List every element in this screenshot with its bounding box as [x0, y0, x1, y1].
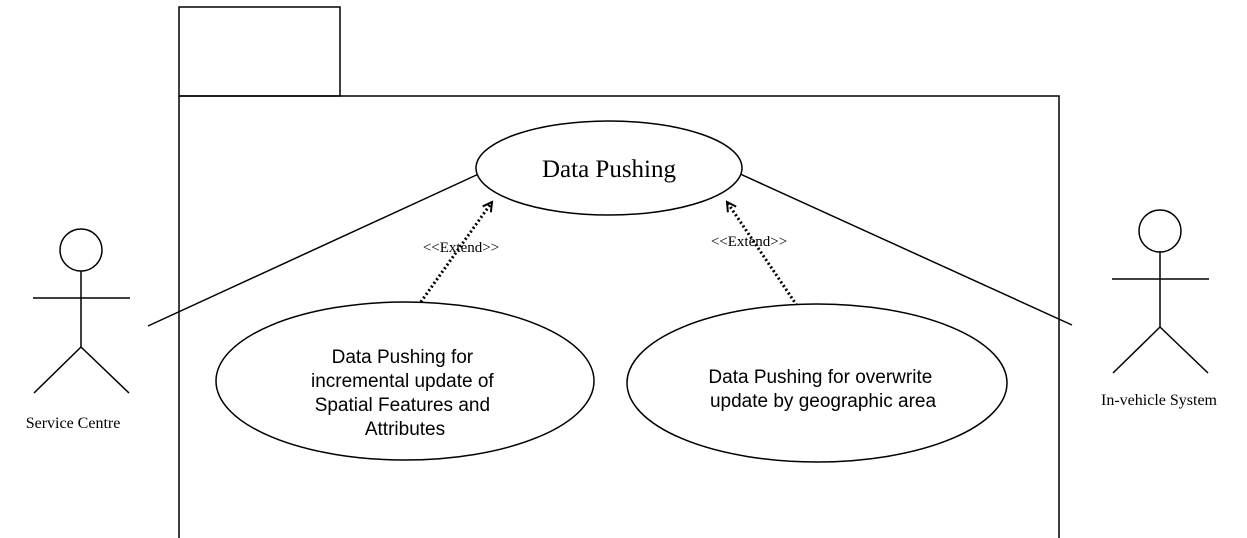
actor-head	[59, 228, 103, 272]
use-case-ellipse	[626, 303, 1008, 463]
use-case-label: Data Pushing for overwrite update by geo…	[708, 367, 937, 412]
use-case-label-line: Attributes	[365, 419, 445, 440]
actor-in-vehicle-system[interactable]: In-vehicle System	[1101, 209, 1218, 409]
actor-leg-left	[33, 346, 82, 394]
use-case-data-pushing[interactable]: Data Pushing	[475, 120, 743, 216]
use-case-ellipse	[475, 120, 743, 216]
actor-head	[1138, 209, 1182, 253]
use-case-ellipse	[215, 301, 595, 461]
association-line-in-vehicle-system	[737, 172, 1073, 326]
actor-leg-left	[1112, 326, 1161, 374]
system-boundary-package	[178, 6, 1060, 538]
use-case-label-line: incremental update of	[311, 371, 494, 392]
use-case-label: Data Pushing	[542, 156, 677, 183]
actor-label: In-vehicle System	[1101, 392, 1218, 409]
package-tab	[178, 6, 341, 97]
use-case-label-line: Data Pushing for overwrite	[708, 367, 932, 388]
use-case-label-line: Data Pushing for	[332, 347, 474, 368]
actor-leg-right	[1159, 326, 1209, 374]
extend-arrow-right	[725, 200, 804, 314]
actor-label: Service Centre	[26, 415, 121, 432]
use-case-overwrite-update[interactable]: Data Pushing for overwrite update by geo…	[626, 303, 1008, 463]
actor-leg-right	[80, 346, 130, 394]
extend-label-left: <<Extend>>	[423, 240, 499, 256]
use-case-label-line: update by geographic area	[710, 391, 936, 412]
association-line-service-centre	[147, 171, 484, 327]
use-case-label-line: Spatial Features and	[315, 395, 490, 416]
package-body	[178, 95, 1060, 538]
use-case-incremental-update[interactable]: Data Pushing for incremental update of S…	[215, 301, 595, 461]
use-case-label: Data Pushing for incremental update of S…	[311, 347, 499, 440]
extend-label-right: <<Extend>>	[711, 234, 787, 250]
actor-service-centre[interactable]: Service Centre	[26, 228, 130, 432]
extend-arrow-left	[411, 200, 494, 314]
